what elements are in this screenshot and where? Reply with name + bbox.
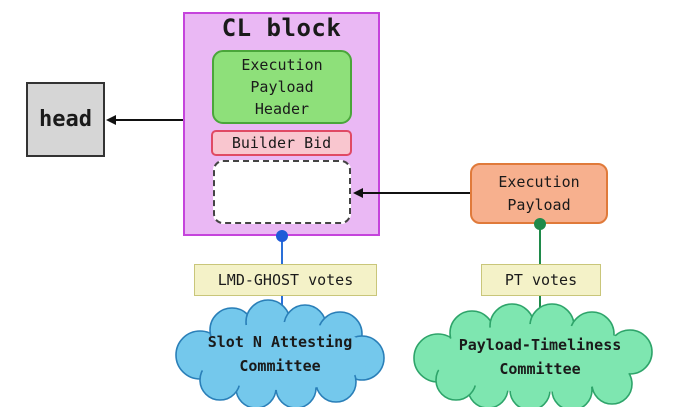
pt-votes-label: PT votes xyxy=(481,264,601,296)
pt-vote-dot xyxy=(534,218,546,230)
execution-payload: Execution Payload xyxy=(470,163,608,224)
head-box: head xyxy=(26,82,105,157)
builder-bid: Builder Bid xyxy=(211,130,352,156)
ptc-committee-label: Payload-Timeliness Committee xyxy=(458,336,622,378)
slot-committee-label: Slot N Attesting Committee xyxy=(207,333,353,375)
cl-block-title: CL block xyxy=(221,14,342,42)
execution-payload-header: Execution Payload Header xyxy=(212,50,352,124)
lmd-ghost-votes-label: LMD-GHOST votes xyxy=(194,264,377,296)
empty-payload-slot xyxy=(213,160,351,224)
lmd-vote-dot xyxy=(276,230,288,242)
